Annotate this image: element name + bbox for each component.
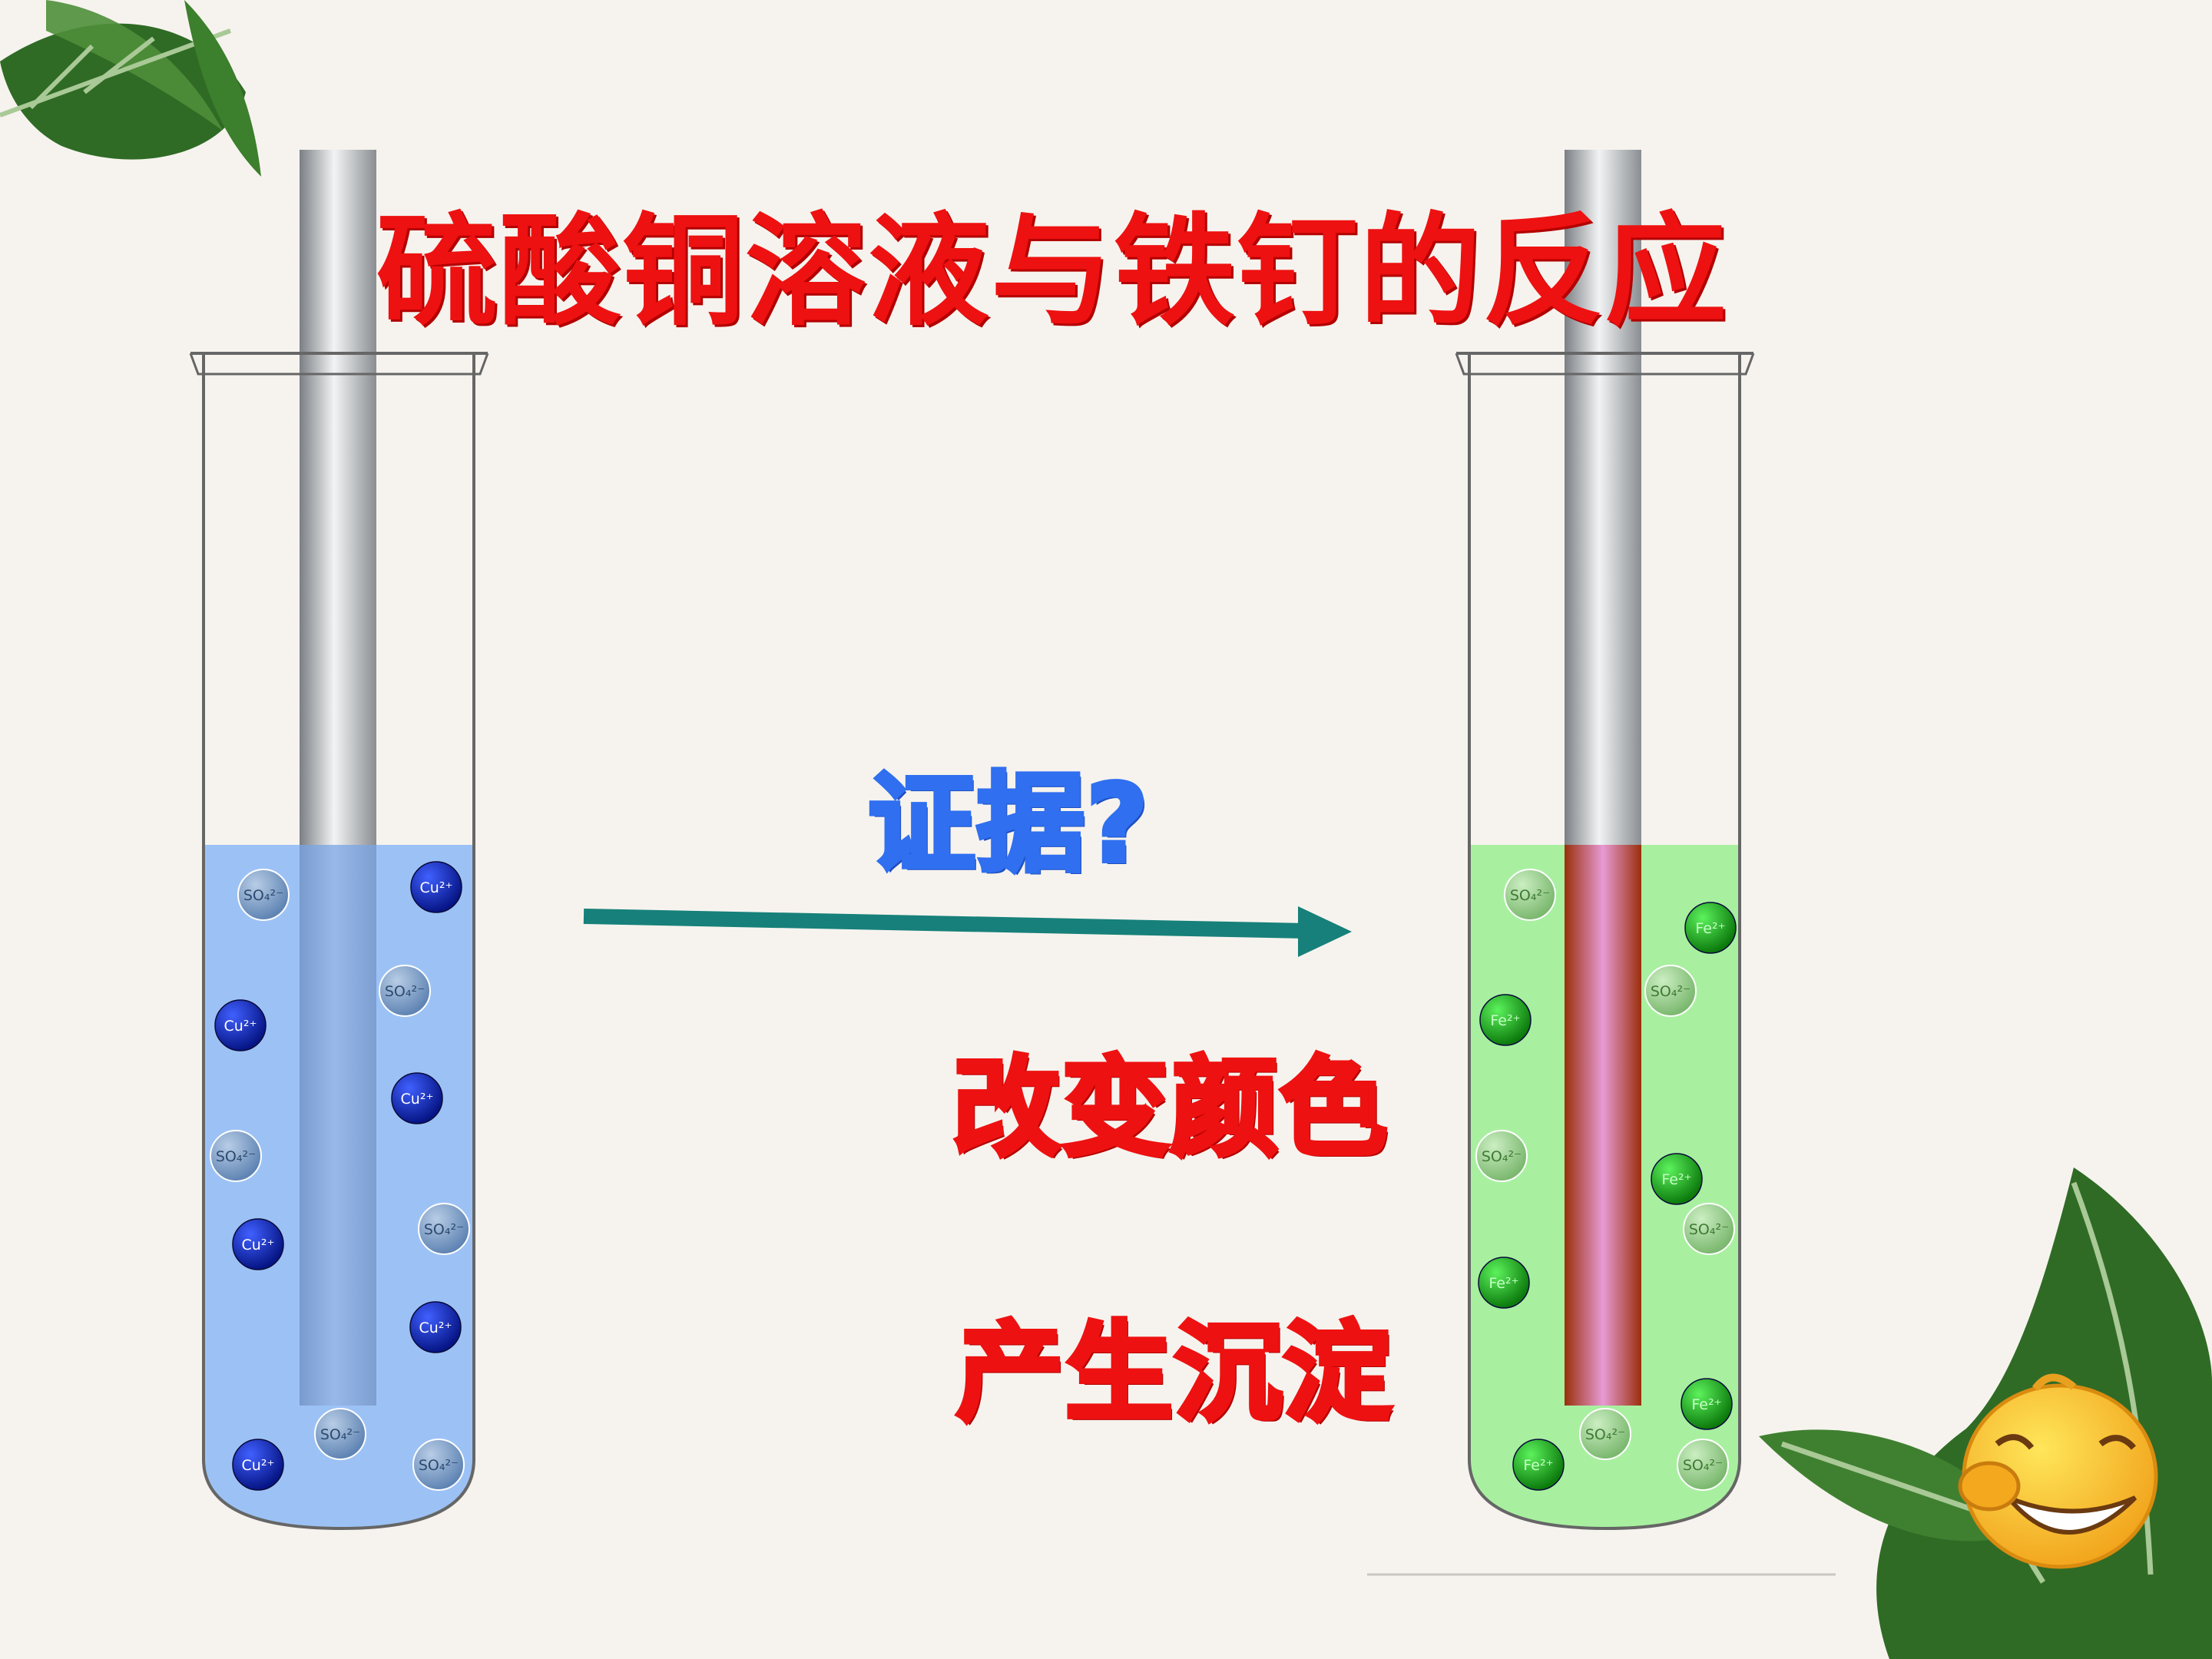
iron-nail <box>1565 150 1641 845</box>
sulfate-ion-label: SO₄²⁻ <box>216 1148 256 1165</box>
sulfate-ion-label: SO₄²⁻ <box>1510 887 1550 904</box>
sulfate-ion-sphere <box>210 1130 262 1182</box>
laughing-emoji-icon <box>1958 1373 2158 1569</box>
sulfate-ion-sphere <box>1644 965 1697 1017</box>
copper-ion-label: Cu²⁺ <box>401 1091 434 1108</box>
copper-ion-label: Cu²⁺ <box>242 1237 275 1253</box>
observation-color-change: 改变颜色 <box>950 1044 1389 1174</box>
sulfate-ion-label: SO₄²⁻ <box>385 983 425 1000</box>
sulfate-ion-sphere <box>314 1408 366 1460</box>
iron-ion-label: Fe²⁺ <box>1661 1171 1691 1188</box>
copper-ion: Cu²⁺ <box>409 1301 462 1353</box>
iron-ion-label: Fe²⁺ <box>1523 1457 1553 1474</box>
slide-title: 硫酸铜溶液与铁钉的反应 <box>376 201 1728 343</box>
ions-layer: SO₄²⁻ Cu²⁺ SO₄²⁻ Cu²⁺ Cu²⁺ SO₄²⁻ Cu²⁺ SO₄²⁻ Cu²⁺… <box>210 861 1737 1491</box>
copper-coated-nail <box>1565 845 1641 1406</box>
sulfate-ion-label: SO₄²⁻ <box>1651 983 1690 1000</box>
copper-ion-sphere <box>214 999 267 1051</box>
sulfate-ion-label: SO₄²⁻ <box>1689 1221 1729 1238</box>
copper-ion: Cu²⁺ <box>232 1439 284 1491</box>
sulfate-ion-label: SO₄²⁻ <box>320 1426 360 1443</box>
copper-ion: Cu²⁺ <box>214 999 267 1051</box>
sulfate-ion-label: SO₄²⁻ <box>1585 1426 1625 1443</box>
iron-ion-sphere <box>1479 994 1532 1046</box>
copper-ion-label: Cu²⁺ <box>419 1320 452 1336</box>
copper-ion-sphere <box>232 1218 284 1270</box>
copper-ion-sphere <box>391 1072 443 1124</box>
iron-ion-label: Fe²⁺ <box>1488 1275 1518 1292</box>
copper-ion-sphere <box>232 1439 284 1491</box>
sulfate-ion-sphere <box>418 1203 470 1255</box>
sulfate-ion-sphere <box>237 869 290 921</box>
sulfate-ion: SO₄²⁻ <box>1475 1130 1528 1182</box>
iron-ion-label: Fe²⁺ <box>1490 1012 1520 1029</box>
sulfate-ion-label: SO₄²⁻ <box>419 1457 459 1474</box>
sulfate-ion: SO₄²⁻ <box>412 1439 465 1491</box>
copper-ion-label: Cu²⁺ <box>420 879 453 896</box>
copper-ion-sphere <box>410 861 462 913</box>
copper-ion: Cu²⁺ <box>391 1072 443 1124</box>
sulfate-ion-sphere <box>1677 1439 1729 1491</box>
sulfate-ion: SO₄²⁻ <box>418 1203 470 1255</box>
leaf-decoration-icon <box>1759 1167 2212 1659</box>
iron-ion-sphere <box>1651 1153 1703 1205</box>
sulfate-ion: SO₄²⁻ <box>314 1408 366 1460</box>
sulfate-ion-sphere <box>379 965 431 1017</box>
sulfate-ion: SO₄²⁻ <box>1644 965 1697 1017</box>
iron-ion: Fe²⁺ <box>1478 1257 1530 1309</box>
sulfate-ion: SO₄²⁻ <box>210 1130 262 1182</box>
iron-ion-sphere <box>1684 902 1737 954</box>
iron-ion: Fe²⁺ <box>1512 1439 1565 1491</box>
sulfate-ion: SO₄²⁻ <box>1683 1203 1735 1255</box>
iron-ion: Fe²⁺ <box>1681 1378 1733 1430</box>
sulfate-ion: SO₄²⁻ <box>237 869 290 921</box>
copper-ion: Cu²⁺ <box>410 861 462 913</box>
copper-ion: Cu²⁺ <box>232 1218 284 1270</box>
iron-ion-sphere <box>1512 1439 1565 1491</box>
sulfate-ion-sphere <box>1475 1130 1528 1182</box>
copper-ion-label: Cu²⁺ <box>224 1018 257 1035</box>
iron-ion-sphere <box>1478 1257 1530 1309</box>
sulfate-ion-sphere <box>1683 1203 1735 1255</box>
leaf-decoration-icon <box>0 0 261 177</box>
sulfate-ion-label: SO₄²⁻ <box>1482 1148 1522 1165</box>
sulfate-ion: SO₄²⁻ <box>1677 1439 1729 1491</box>
copper-ion-sphere <box>409 1301 462 1353</box>
sulfate-ion-label: SO₄²⁻ <box>243 887 283 904</box>
evidence-question: 证据? <box>866 760 1151 889</box>
sulfate-ion: SO₄²⁻ <box>1579 1408 1631 1460</box>
iron-ion-label: Fe²⁺ <box>1691 1396 1721 1413</box>
reaction-arrow-icon <box>583 906 1352 957</box>
sulfate-ion: SO₄²⁻ <box>1504 869 1556 921</box>
iron-ion: Fe²⁺ <box>1684 902 1737 954</box>
sulfate-ion-label: SO₄²⁻ <box>1683 1457 1723 1474</box>
observation-precipitate: 产生沉淀 <box>954 1309 1393 1439</box>
submerged-nail-tint <box>300 845 376 1406</box>
iron-ion-sphere <box>1681 1378 1733 1430</box>
iron-ion: Fe²⁺ <box>1479 994 1532 1046</box>
iron-ion: Fe²⁺ <box>1651 1153 1703 1205</box>
sulfate-ion: SO₄²⁻ <box>379 965 431 1017</box>
copper-ion-label: Cu²⁺ <box>242 1457 275 1474</box>
sulfate-ion-label: SO₄²⁻ <box>424 1221 464 1238</box>
sulfate-ion-sphere <box>1579 1408 1631 1460</box>
ferrous-sulfate-test-tube <box>1455 150 1755 1531</box>
sulfate-ion-sphere <box>412 1439 465 1491</box>
iron-ion-label: Fe²⁺ <box>1695 920 1725 937</box>
sulfate-ion-sphere <box>1504 869 1556 921</box>
